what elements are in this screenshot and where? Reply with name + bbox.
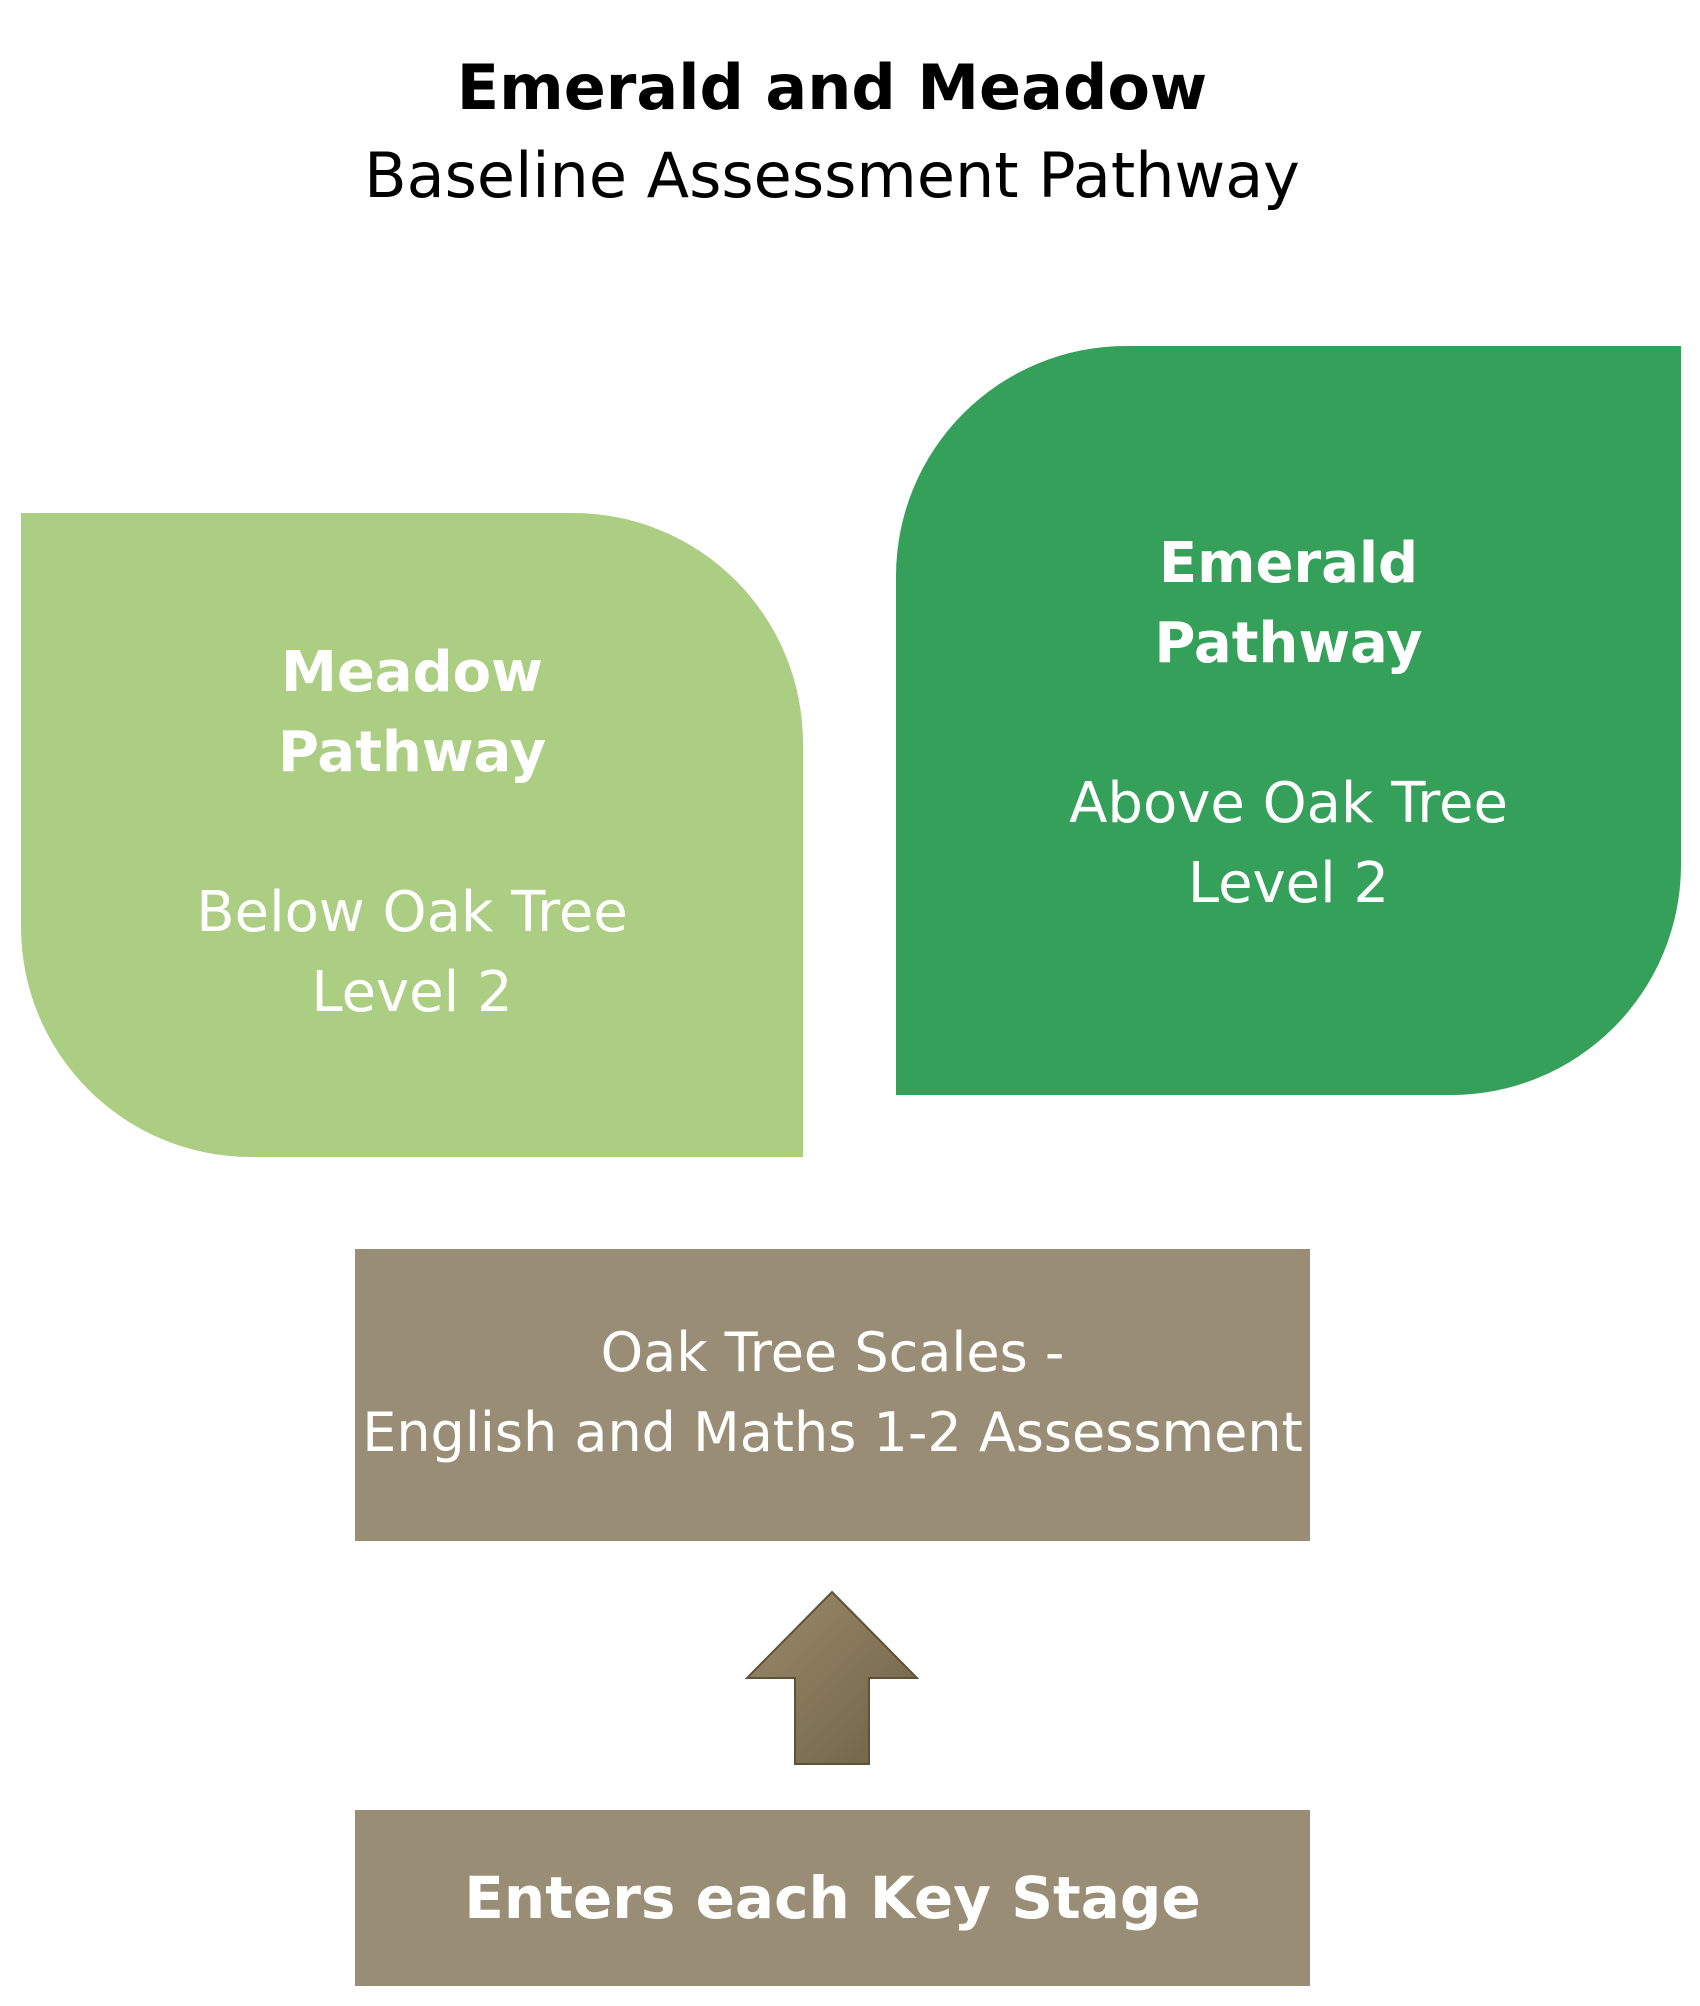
emerald-pathway-heading: Emerald Pathway <box>1154 531 1423 676</box>
oak-tree-scales-box: Oak Tree Scales - English and Maths 1-2 … <box>355 1249 1310 1541</box>
diagram-title: Emerald and Meadow <box>456 51 1208 124</box>
emerald-pathway-description: Above Oak Tree Level 2 <box>1069 771 1508 916</box>
oak-tree-scales-text: Oak Tree Scales - English and Maths 1-2 … <box>362 1321 1303 1464</box>
meadow-pathway-heading: Meadow Pathway <box>277 640 547 785</box>
diagram-subtitle: Baseline Assessment Pathway <box>364 139 1300 212</box>
emerald-pathway-leaf: Emerald Pathway Above Oak Tree Level 2 <box>896 346 1681 1095</box>
meadow-pathway-leaf: Meadow Pathway Below Oak Tree Level 2 <box>21 513 803 1157</box>
entry-box-text: Enters each Key Stage <box>464 1864 1201 1932</box>
entry-box: Enters each Key Stage <box>355 1810 1310 1986</box>
meadow-pathway-description: Below Oak Tree Level 2 <box>196 880 628 1025</box>
up-arrow-icon <box>745 1590 919 1765</box>
